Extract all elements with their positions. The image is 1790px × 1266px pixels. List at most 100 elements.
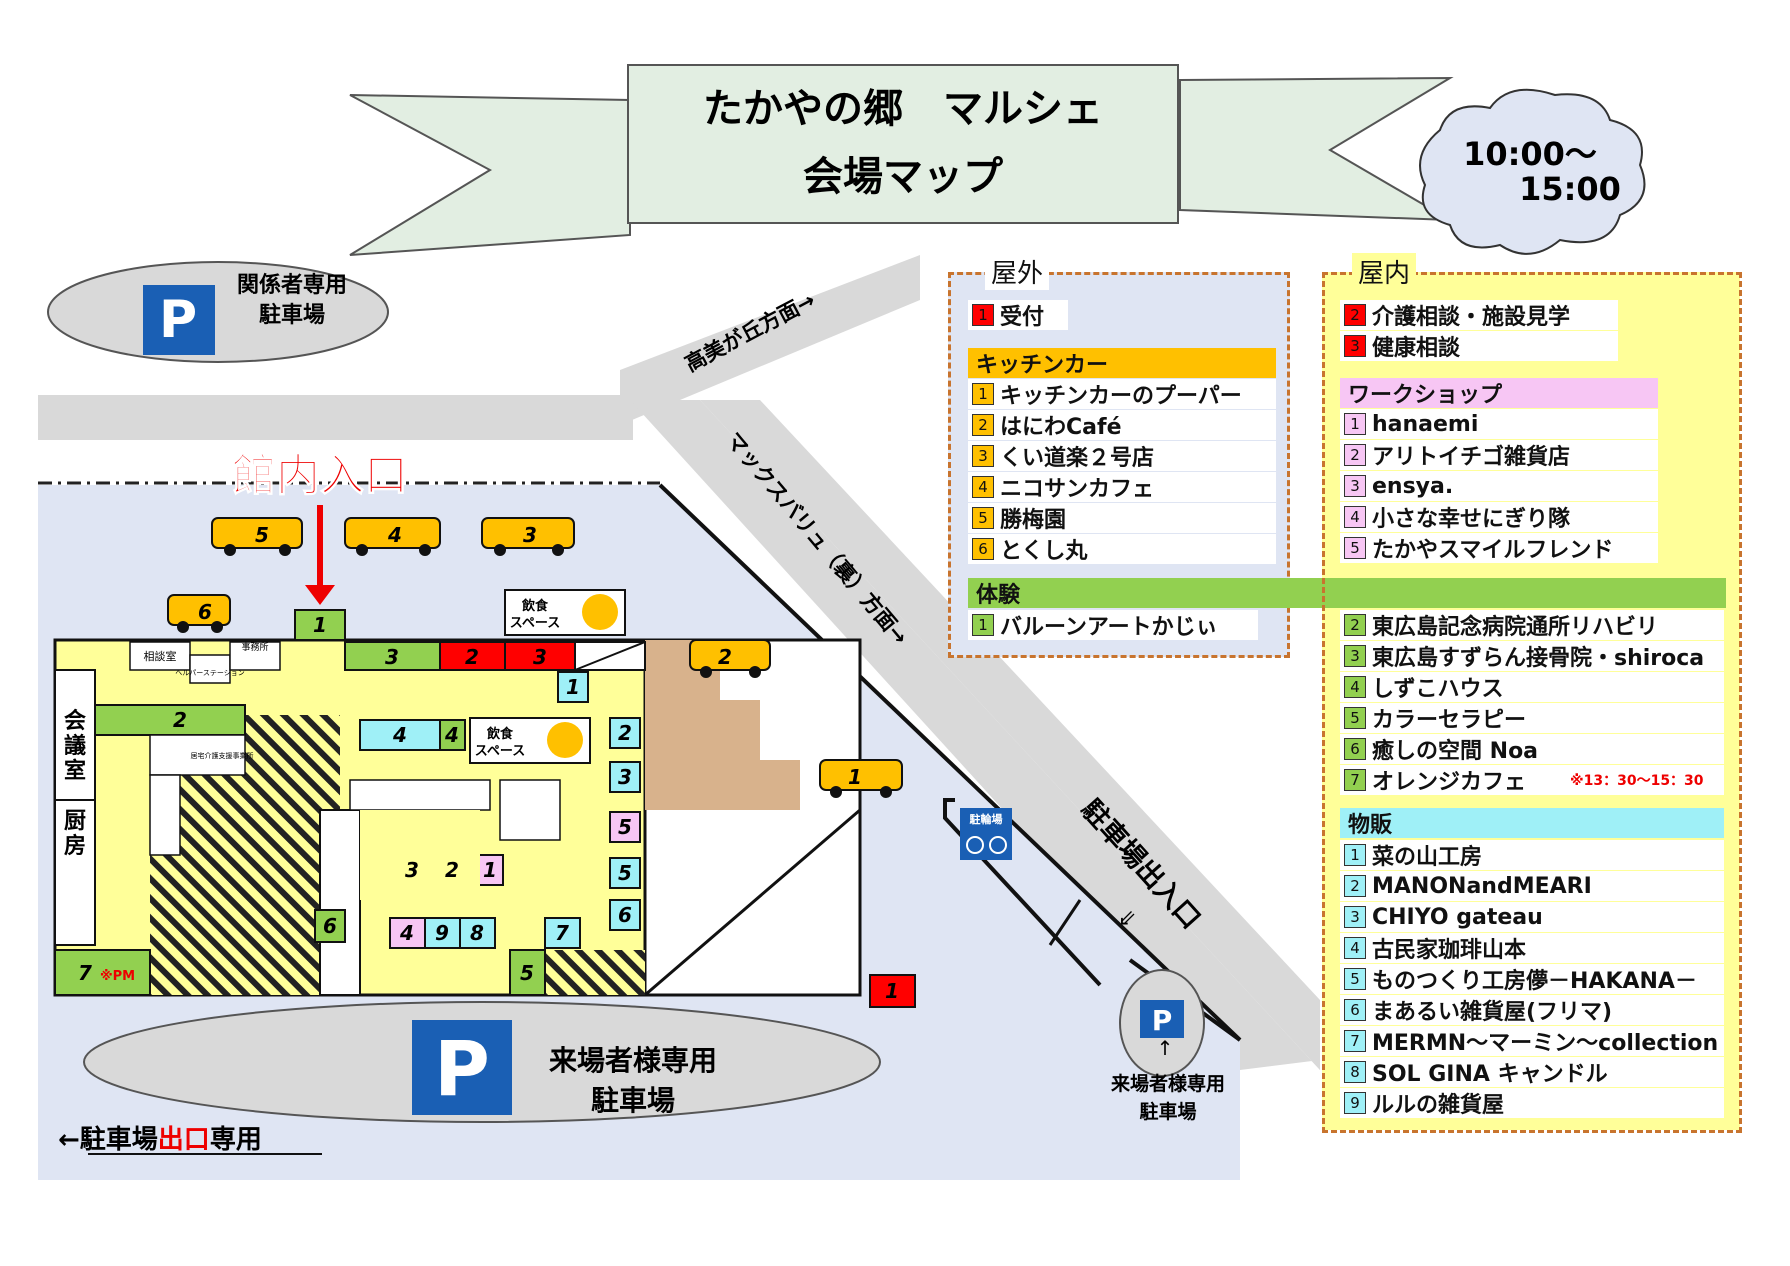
svg-text:※PM: ※PM [100, 969, 135, 984]
kitchen-car-4 [344, 517, 441, 556]
legend-label: 東広島記念病院通所リハビリ [1372, 615, 1659, 640]
legend-label: ルルの雑貨屋 [1372, 1093, 1505, 1118]
consult-room [129, 641, 191, 671]
banner-ribbon-right [1179, 76, 1454, 221]
legend-number: 7 [1344, 769, 1366, 791]
svg-text:居宅介護支援事業所: 居宅介護支援事業所 [191, 751, 254, 760]
booth-num: 6 [618, 903, 632, 927]
svg-text:事務所: 事務所 [241, 641, 268, 653]
booth-green-5 [509, 949, 546, 996]
booth-num: 2 [445, 858, 459, 882]
parking-icon [143, 285, 215, 355]
booth-ws-1 [477, 854, 504, 886]
svg-text:スペース: スペース [510, 616, 560, 631]
kitchen-car-item: 4 ニコサンカフェ [968, 472, 1276, 502]
booth-num: 4 [392, 723, 407, 747]
legend-label: ものつくり工房儚－HAKANA－ [1372, 969, 1697, 994]
booth-green-6 [314, 909, 346, 943]
staff-parking-label: 関係者専用 [237, 273, 347, 298]
booth-num: 6 [323, 914, 337, 938]
legend-label: 東広島すずらん接骨院・shiroca [1372, 646, 1705, 671]
legend-label: ensya. [1372, 473, 1454, 499]
legend-number: 3 [972, 445, 994, 467]
svg-text:P: P [159, 290, 197, 350]
small-parking-label: 来場者様専用 [1111, 1072, 1225, 1095]
legend-number: 9 [1344, 1092, 1366, 1114]
legend-number: 4 [972, 476, 994, 498]
truck-label: 4 [387, 523, 402, 547]
legend-number: 5 [1344, 968, 1366, 990]
booth-num: 5 [520, 961, 534, 985]
svg-text:駐輪場: 駐輪場 [970, 812, 1003, 826]
truck-label: 3 [523, 523, 537, 547]
title-banner [627, 64, 1179, 224]
booth-num: 2 [173, 708, 187, 732]
legend-number: 3 [1344, 645, 1366, 667]
workshop-item: 1 hanaemi [1340, 409, 1658, 439]
legend-number: 7 [1344, 1030, 1366, 1052]
outdoor-title: 屋外 [985, 253, 1050, 290]
indoor-experience-item: 3 東広島すずらん接骨院・shiroca [1340, 641, 1724, 671]
booth-num: 2 [618, 721, 632, 745]
truck-label: 5 [255, 523, 269, 547]
legend-label: 古民家珈琲山本 [1372, 938, 1527, 963]
booth-sales-9 [424, 917, 461, 949]
booth-num: 1 [885, 979, 899, 1003]
booth-num: 5 [618, 815, 632, 839]
legend-label: 勝梅園 [1000, 508, 1067, 533]
booth-num: 5 [618, 861, 632, 885]
booth-red-2 [439, 641, 506, 671]
hours-cloud [1419, 88, 1646, 255]
food-icon [547, 722, 583, 758]
legend-number: 3 [1344, 906, 1366, 928]
outdoor-legend [948, 272, 1290, 658]
sales-header: 物販 [1340, 808, 1724, 838]
legend-number: 1 [1344, 413, 1366, 435]
booth-num: 8 [470, 921, 484, 945]
legend-number: 2 [972, 414, 994, 436]
legend-label: まあるい雑貨屋(フリマ) [1372, 1000, 1613, 1025]
exit-note: ←駐車場 [58, 1125, 158, 1155]
booth-num: 9 [435, 921, 449, 945]
booth-num: 1 [566, 675, 580, 699]
svg-text:相談室: 相談室 [144, 649, 177, 663]
legend-number: 3 [1344, 475, 1366, 497]
truck-label: 6 [198, 600, 212, 624]
booth-sales-7 [544, 917, 581, 949]
svg-text:飲食: 飲食 [486, 726, 514, 742]
booth-ws-5 [609, 811, 641, 843]
legend-label: ニコサンカフェ [1000, 477, 1155, 502]
kitchen-car-5 [211, 517, 303, 556]
legend-label: しずこハウス [1372, 677, 1504, 702]
kitchen-car-6 [167, 594, 231, 633]
sales-item: 5 ものつくり工房儚－HAKANA－ [1340, 964, 1724, 994]
legend-number: 1 [1344, 844, 1366, 866]
booth-num: 4 [444, 723, 459, 747]
meeting-room-label: 会議室 [64, 708, 86, 784]
legend-label: とくし丸 [1000, 539, 1088, 564]
legend-number: 1 [972, 383, 994, 405]
booth-num: 3 [533, 645, 547, 669]
svg-text:ヘルパーステーション: ヘルパーステーション [175, 669, 245, 677]
meeting-room [54, 669, 96, 801]
legend-label: 小さな幸せにぎり隊 [1372, 507, 1571, 532]
svg-text:飲食: 飲食 [521, 598, 549, 614]
restroom-left [149, 774, 181, 856]
title-line1: たかやの郷 マルシェ [703, 86, 1103, 132]
legend-label: くい道楽２号店 [1000, 446, 1155, 471]
legend-label: 癒しの空間 Noa [1372, 739, 1539, 764]
legend-label: hanaemi [1372, 411, 1479, 437]
